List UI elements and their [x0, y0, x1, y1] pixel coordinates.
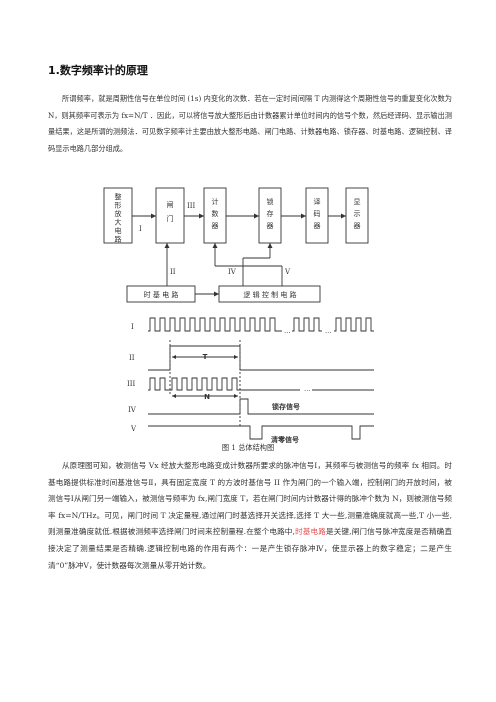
marker-II: II: [170, 268, 176, 276]
marker-III: III: [187, 202, 196, 210]
row-label-III: III: [127, 380, 136, 388]
ellipsis-III: …: [304, 385, 311, 393]
latch-block-label: 锁存器: [267, 197, 274, 230]
ellipsis-I-2: …: [325, 327, 332, 335]
amp-block-label: 整形放大电路: [115, 192, 122, 244]
row-label-I: I: [131, 323, 134, 331]
explanation-text-2: 是关键,闸门信号脉冲宽度是否精确直接决定了测量结果是否精确.逻辑控制电路的作用有…: [48, 527, 452, 570]
timing-diagram: [148, 317, 374, 440]
waveform-V: [148, 425, 374, 440]
explanation-paragraph: 从原理图可知，被测信号 Vx 经放大整形电路变成计数器所要求的脉冲信号Ⅰ，其频率…: [48, 458, 452, 574]
row-label-II: II: [129, 354, 135, 362]
decoder-block-label: 译码器: [314, 198, 321, 230]
logic-block-label: 逻 辑 控 制 电 路: [243, 290, 296, 299]
gate-block: [155, 187, 185, 244]
waveform-I: [148, 317, 374, 332]
counter-block-label: 计数器: [212, 197, 219, 230]
figure-caption: 图 1 总体结构图: [221, 443, 275, 452]
marker-V: V: [284, 268, 291, 276]
waveform-III: [148, 377, 374, 391]
display-block-label: 显示器: [354, 198, 361, 230]
dim-label-T: T: [203, 353, 208, 361]
highlighted-term: 时基电路: [294, 527, 326, 537]
timebase-block-label: 时 基 电 路: [144, 290, 179, 299]
waveform-II: [148, 345, 374, 371]
intro-paragraph: 所谓频率，就是周期性信号在单位时间 (1s) 内变化的次数．若在一定时间间隔 T…: [48, 94, 452, 153]
marker-IV: IV: [228, 268, 237, 276]
clear-signal-label: 清零信号: [271, 435, 299, 444]
arrowheads: [151, 213, 346, 297]
marker-I: I: [139, 225, 142, 233]
block-diagram: [103, 187, 369, 303]
decoder-block: [305, 187, 329, 244]
latch-signal-label: 锁存信号: [271, 402, 300, 411]
waveform-IV: [148, 398, 374, 415]
row-label-IV: IV: [128, 406, 137, 414]
gate-block-label: 闸门: [167, 201, 174, 223]
ellipsis-I-1: …: [284, 327, 291, 335]
amp-block: [103, 187, 133, 244]
row-label-V: V: [130, 425, 137, 433]
explanation-text-1: 从原理图可知，被测信号 Vx 经放大整形电路变成计数器所要求的脉冲信号Ⅰ，其频率…: [48, 461, 452, 537]
section-heading: 1.数字频率计的原理: [48, 64, 148, 77]
dim-label-N: N: [204, 393, 210, 401]
display-block: [345, 187, 369, 244]
